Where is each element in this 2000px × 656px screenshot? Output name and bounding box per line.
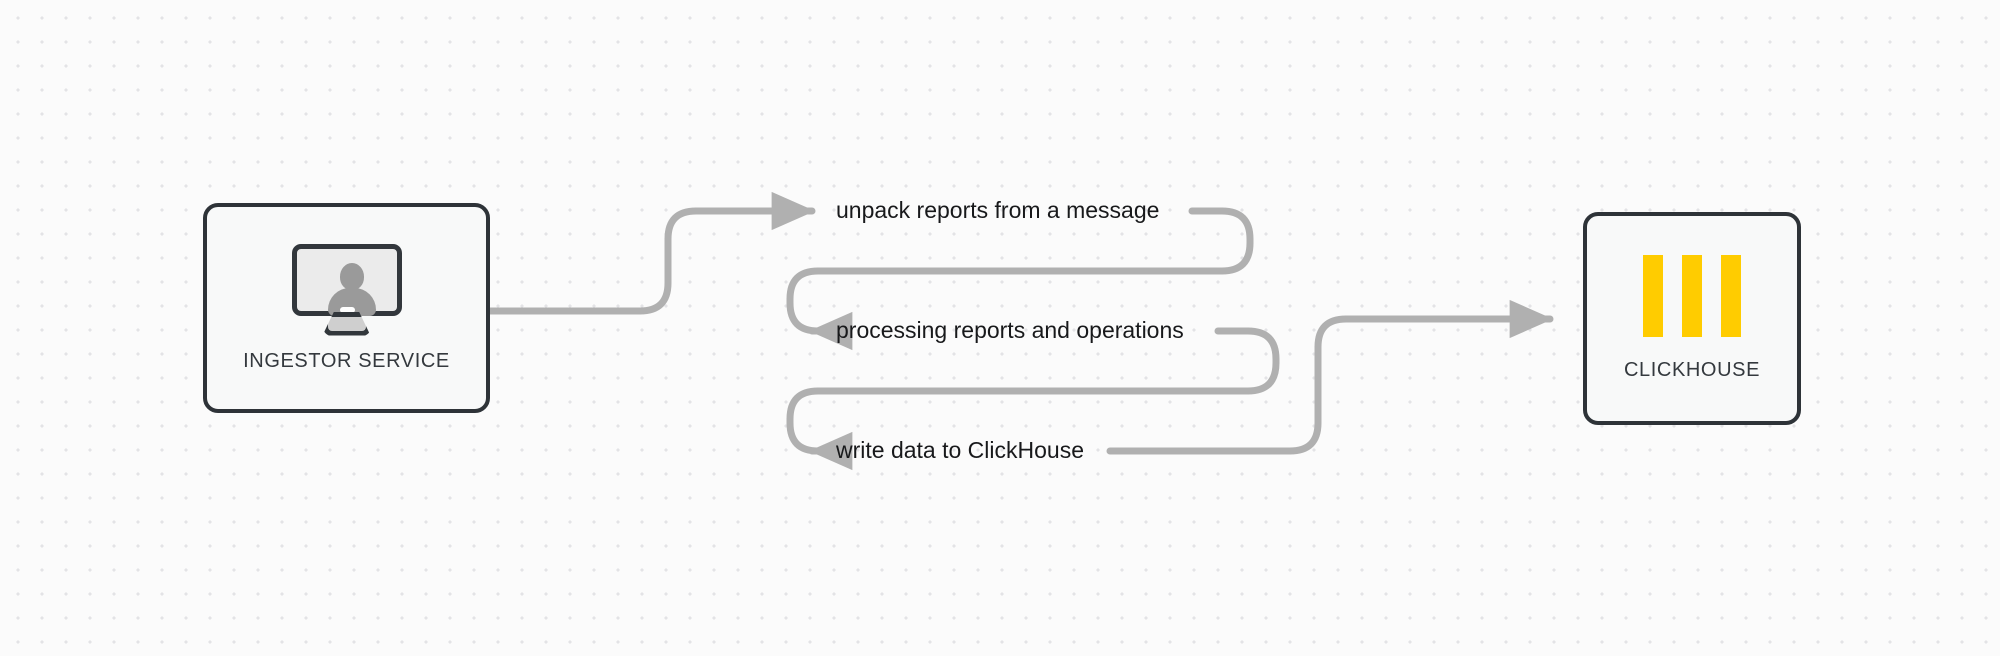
node-ingestor-label: INGESTOR SERVICE — [243, 349, 450, 372]
monitor-notch-icon — [339, 306, 355, 313]
node-clickhouse[interactable]: CLICKHOUSE — [1583, 212, 1801, 425]
edge-label-write-data: write data to ClickHouse — [836, 437, 1084, 463]
node-ingestor-service[interactable]: INGESTOR SERVICE — [203, 203, 490, 413]
clickhouse-logo-bar — [1682, 255, 1702, 337]
clickhouse-logo-bar — [1721, 255, 1741, 337]
clickhouse-logo-bar — [1643, 255, 1663, 337]
edge-path-0 — [486, 191, 816, 315]
edge-label-processing-reports: processing reports and operations — [836, 317, 1184, 343]
person-head-icon — [339, 262, 364, 290]
monitor-screen-icon — [291, 243, 402, 316]
clickhouse-logo-icon — [1643, 255, 1741, 337]
node-clickhouse-label: CLICKHOUSE — [1623, 359, 1761, 381]
edge-path-1 — [786, 207, 1254, 351]
edge-label-unpack-reports: unpack reports from a message — [836, 197, 1160, 223]
monitor-user-icon — [291, 243, 402, 336]
edge-path-2 — [786, 327, 1280, 471]
